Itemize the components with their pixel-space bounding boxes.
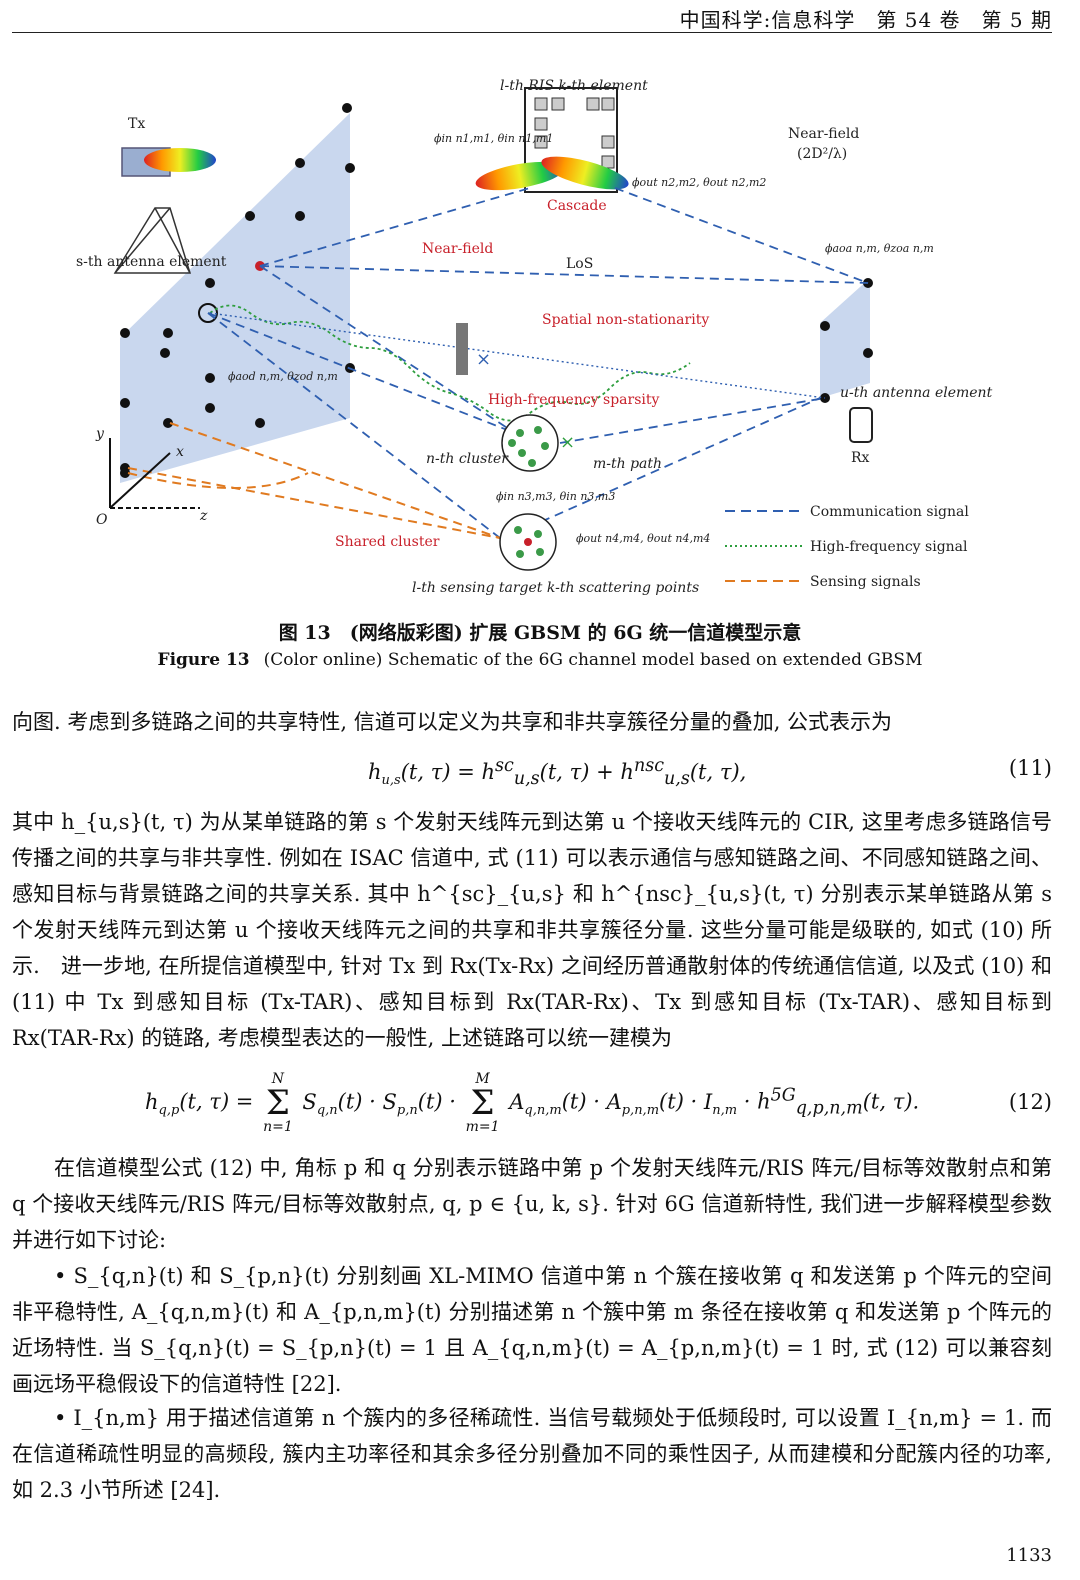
label-spatial: Spatial non-stationarity	[542, 312, 709, 328]
label-phi-aod: ϕaod n,m, θzod n,m	[228, 370, 338, 383]
label-near-field-top: Near-field	[788, 126, 859, 142]
journal-info: 中国科学:信息科学 第 54 卷 第 5 期	[679, 8, 1052, 32]
tx-antenna-panel	[120, 113, 350, 483]
label-n-cluster: n-th cluster	[426, 451, 509, 467]
label-near-field: Near-field	[422, 241, 493, 257]
bullet-dot: •	[54, 1406, 74, 1430]
label-s-antenna: s-th antenna element	[76, 254, 227, 270]
caption-en: Figure 13 (Color online) Schematic of the…	[0, 650, 1080, 670]
label-phi-in-1: ϕin n1,m1, θin n1,m1	[434, 132, 553, 145]
label-axis-o: O	[96, 512, 108, 528]
label-phi-aoa: ϕaoa n,m, θzoa n,m	[825, 242, 934, 255]
label-phi-out-4: ϕout n4,m4, θout n4,m4	[576, 532, 710, 545]
ris-beam-out	[541, 156, 629, 190]
label-phi-out-2: ϕout n2,m2, θout n2,m2	[632, 176, 766, 189]
coordinate-axes	[109, 438, 200, 509]
equation-12-number: (12)	[1008, 1090, 1052, 1114]
shared-cluster	[499, 513, 557, 571]
page-number: 1133	[1006, 1545, 1052, 1566]
label-los: LoS	[566, 256, 593, 272]
rx-antenna-panel	[820, 278, 870, 398]
legend-communication: Communication signal	[810, 504, 969, 520]
label-sensing-target: l-th sensing target k-th scattering poin…	[412, 580, 699, 596]
ris-cells	[534, 97, 615, 169]
caption-en-label: Figure 13	[157, 650, 250, 670]
paragraph-3: 在信道模型公式 (12) 中, 角标 p 和 q 分别表示链路中第 p 个发射天…	[12, 1156, 1052, 1252]
label-axis-y: y	[95, 426, 105, 442]
bullet-1-text: S_{q,n}(t) 和 S_{p,n}(t) 分别刻画 XL-MIMO 信道中…	[12, 1264, 1053, 1396]
s-antenna-ring	[198, 303, 218, 323]
legend-high-frequency: High-frequency signal	[810, 539, 968, 555]
label-tx: Tx	[128, 116, 145, 132]
legend-sensing: Sensing signals	[810, 574, 921, 590]
channel-model-figure: × × Tx l-th RIS k-th element Near-field …	[76, 78, 993, 596]
hf-signal-wave	[209, 304, 691, 422]
legend: Communication signal High-frequency sign…	[725, 504, 969, 590]
label-rx: Rx	[851, 450, 870, 466]
rx-phone-icon	[849, 407, 873, 443]
tx-array-dots	[120, 103, 355, 478]
bullet-2-text: I_{n,m} 用于描述信道第 n 个簇内的多径稀疏性. 当信号载频处于低频段时…	[12, 1406, 1053, 1502]
svg-text:×: ×	[476, 349, 491, 370]
caption-en-text: (Color online) Schematic of the 6G chann…	[263, 650, 923, 670]
label-hf-sparsity: High-frequency sparsity	[488, 392, 660, 408]
obstacle-bar	[456, 323, 468, 375]
label-axis-z: z	[199, 508, 208, 524]
equation-11: hu,s(t, τ) = hscu,s(t, τ) + hnscu,s(t, τ…	[368, 756, 1052, 790]
svg-text:×: ×	[560, 432, 575, 453]
ris-beam-in	[475, 161, 565, 191]
paragraph-1: 向图. 考虑到多链路之间的共享特性, 信道可以定义为共享和非共享簇径分量的叠加,…	[12, 710, 893, 734]
equation-11-number: (11)	[1008, 756, 1052, 780]
label-axis-x: x	[176, 444, 184, 460]
bullet-2: • I_{n,m} 用于描述信道第 n 个簇内的多径稀疏性. 当信号载频处于低频…	[12, 1400, 1052, 1508]
bullet-dot: •	[54, 1264, 74, 1288]
caption-zh: 图 13 (网络版彩图) 扩展 GBSM 的 6G 统一信道模型示意	[278, 622, 802, 644]
label-cascade: Cascade	[547, 198, 607, 214]
label-u-antenna: u-th antenna element	[840, 385, 993, 401]
running-header: 中国科学:信息科学 第 54 卷 第 5 期	[12, 0, 1052, 33]
label-near-field-formula: (2D²/λ)	[797, 146, 847, 162]
paragraph-2: 其中 h_{u,s}(t, τ) 为从某单链路的第 s 个发射天线阵元到达第 u…	[12, 810, 1052, 1050]
n-th-cluster	[501, 414, 559, 472]
tx-beam-lobe	[144, 148, 216, 172]
bullet-1: • S_{q,n}(t) 和 S_{p,n}(t) 分别刻画 XL-MIMO 信…	[12, 1258, 1052, 1402]
label-shared: Shared cluster	[335, 534, 440, 550]
label-m-path: m-th path	[593, 456, 662, 472]
label-ris: l-th RIS k-th element	[500, 78, 648, 94]
label-phi-in-3: ϕin n3,m3, θin n3,m3	[496, 490, 615, 503]
